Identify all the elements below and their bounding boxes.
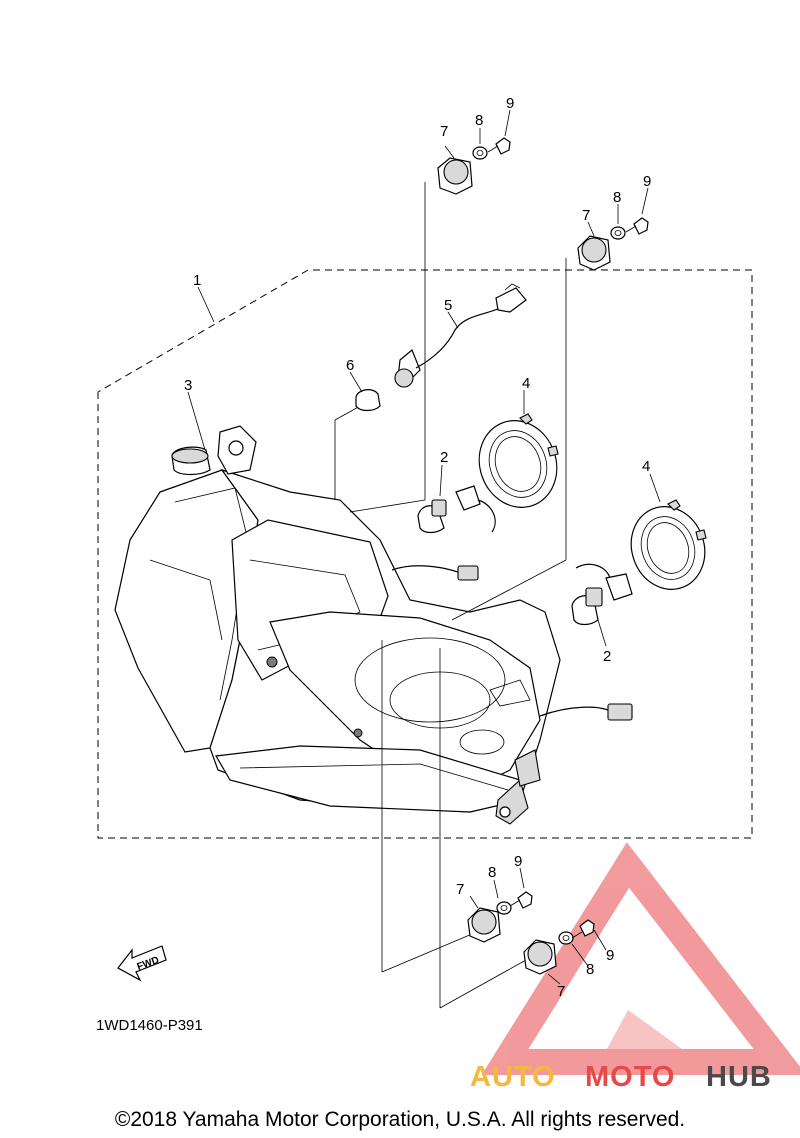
fwd-arrow-icon: FWD	[117, 945, 167, 982]
automotohub-wordmark: AUTO MOTO HUB	[470, 1061, 772, 1093]
callout-9-top: 9	[506, 95, 514, 112]
callout-9-lower-right: 9	[606, 947, 614, 964]
grommet-set-upper-right	[577, 187, 649, 271]
callout-8-upper-right: 8	[613, 189, 621, 206]
position-bulb	[349, 371, 381, 412]
callout-1: 1	[193, 272, 201, 289]
copyright-notice: ©2018 Yamaha Motor Corporation, U.S.A. A…	[115, 1108, 685, 1131]
callout-7-top: 7	[440, 123, 448, 140]
callout-9-lower-left: 9	[514, 853, 522, 870]
logo-text-hub: HUB	[706, 1061, 772, 1093]
assembly-boundary	[97, 269, 753, 839]
callout-3: 3	[184, 377, 192, 394]
callout-7-lower-right: 7	[557, 983, 565, 1000]
callout-6: 6	[346, 357, 354, 374]
position-lamp-socket	[171, 391, 211, 476]
callout-4-lower: 4	[642, 458, 650, 475]
automotohub-logo	[481, 842, 800, 1075]
grommet-set-lower-left	[467, 867, 533, 943]
headlight-housing	[114, 425, 633, 825]
callout-2-lower: 2	[603, 648, 611, 665]
logo-text-moto: MOTO	[585, 1061, 675, 1093]
callout-labels: 1 2 2 3 4 4 5 6 7 8 9 7 8 9 7 8 9 7 8 9	[184, 95, 651, 1000]
callout-8-lower-left: 8	[488, 864, 496, 881]
headlight-bulb-lower	[571, 563, 633, 647]
callout-9-upper-right: 9	[643, 173, 651, 190]
grommet-set-top	[437, 109, 511, 195]
diagram-part-code: 1WD1460-P391	[96, 1017, 203, 1034]
callout-4-upper: 4	[522, 375, 530, 392]
callout-7-upper-right: 7	[582, 207, 590, 224]
callout-7-lower-left: 7	[456, 881, 464, 898]
headlight-bulb-upper	[417, 464, 496, 534]
callout-8-lower-right: 8	[586, 961, 594, 978]
socket-cord	[394, 283, 527, 388]
grommet-set-lower-right	[523, 919, 607, 985]
bulb-cover-lower	[630, 473, 707, 590]
logo-text-auto: AUTO	[470, 1061, 556, 1093]
guide-lines	[334, 182, 567, 1009]
bulb-cover-upper	[478, 390, 559, 508]
callout-8-top: 8	[475, 112, 483, 129]
callout-2-upper: 2	[440, 449, 448, 466]
callout-5: 5	[444, 297, 452, 314]
